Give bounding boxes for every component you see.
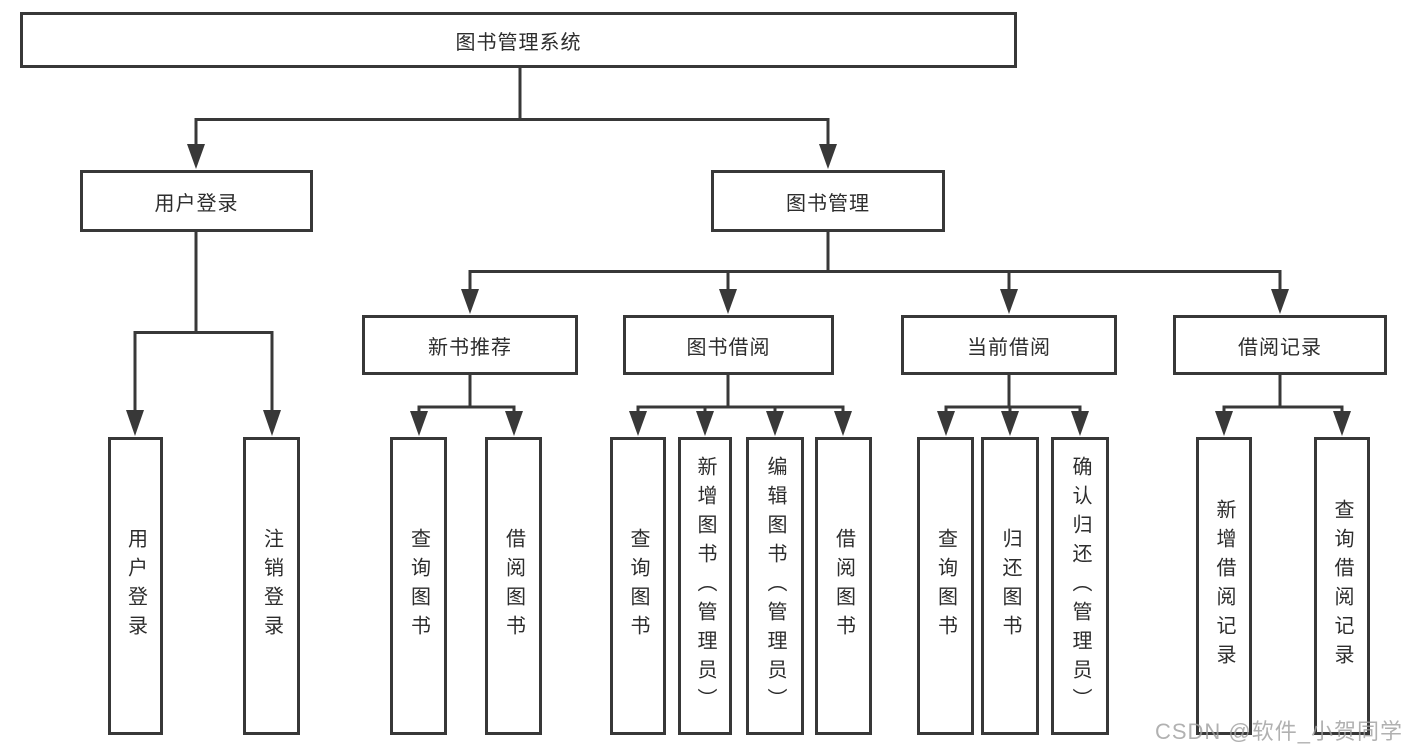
connector-root-to-level2 xyxy=(187,68,837,169)
node-book-borrowing: 图书借阅 xyxy=(623,315,834,375)
node-label: 当前借阅 xyxy=(967,336,1051,359)
connector-user-login-group xyxy=(126,232,281,436)
connector-book-borrowing-group xyxy=(629,375,852,436)
node-label: 用户登录 xyxy=(124,528,147,644)
node-label: 查询图书 xyxy=(407,528,430,644)
node-label: 图书管理系统 xyxy=(455,31,582,54)
leaf-query-books-3: 查询图书 xyxy=(917,437,974,735)
node-label: 图书借阅 xyxy=(686,336,771,359)
leaf-user-login: 用户登录 xyxy=(108,437,163,735)
node-label: 编辑图书（管理员） xyxy=(764,455,786,717)
leaf-return-books: 归还图书 xyxy=(981,437,1039,735)
csdn-watermark: CSDN @软件_小贺同学 xyxy=(1154,719,1403,744)
node-new-book-recommend: 新书推荐 xyxy=(362,315,578,375)
node-label: 借阅图书 xyxy=(832,528,855,644)
leaf-borrow-books-2: 借阅图书 xyxy=(815,437,872,735)
leaf-add-books-admin: 新增图书（管理员） xyxy=(678,437,732,735)
node-label: 新增借阅记录 xyxy=(1213,499,1235,673)
leaf-query-books-2: 查询图书 xyxy=(610,437,666,735)
node-user-login: 用户登录 xyxy=(80,170,313,232)
node-label: 新增图书（管理员） xyxy=(694,455,716,717)
leaf-add-borrow-record: 新增借阅记录 xyxy=(1196,437,1252,735)
node-book-management: 图书管理 xyxy=(711,170,945,232)
node-label: 借阅图书 xyxy=(502,528,525,644)
node-label: 用户登录 xyxy=(154,192,239,215)
leaf-logout: 注销登录 xyxy=(243,437,300,735)
node-label: 图书管理 xyxy=(786,192,870,215)
leaf-borrow-books-1: 借阅图书 xyxy=(485,437,542,735)
node-label: 查询图书 xyxy=(934,528,957,644)
connector-book-management-to-level3 xyxy=(461,232,1289,314)
leaf-query-books-1: 查询图书 xyxy=(390,437,447,735)
node-label: 新书推荐 xyxy=(428,336,512,359)
connector-new-book-group xyxy=(410,375,523,436)
node-label: 归还图书 xyxy=(999,528,1021,644)
node-current-borrowing: 当前借阅 xyxy=(901,315,1117,375)
node-label: 查询图书 xyxy=(627,528,649,644)
connector-borrowing-records-group xyxy=(1215,375,1351,436)
node-label: 查询借阅记录 xyxy=(1331,499,1353,673)
node-label: 注销登录 xyxy=(260,528,283,644)
connector-current-borrowing-group xyxy=(937,375,1089,436)
node-label: 确认归还（管理员） xyxy=(1069,455,1091,717)
node-borrowing-records: 借阅记录 xyxy=(1173,315,1387,375)
node-library-management-system: 图书管理系统 xyxy=(20,12,1017,68)
leaf-confirm-return-admin: 确认归还（管理员） xyxy=(1051,437,1109,735)
leaf-query-borrow-record: 查询借阅记录 xyxy=(1314,437,1370,735)
node-label: 借阅记录 xyxy=(1238,336,1322,359)
leaf-edit-books-admin: 编辑图书（管理员） xyxy=(746,437,804,735)
